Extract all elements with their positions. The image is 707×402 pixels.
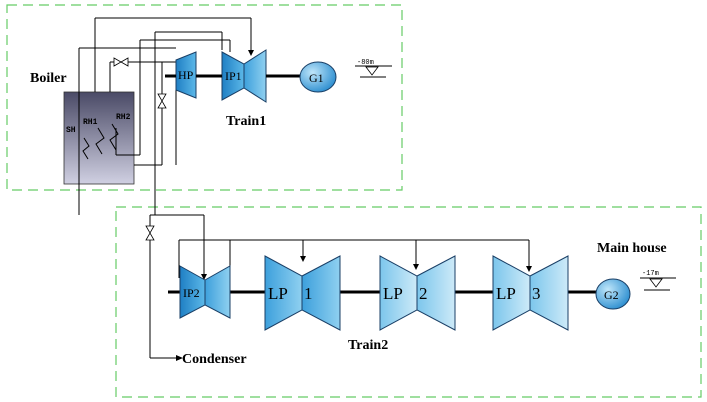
ground-level-icon — [640, 277, 676, 291]
hp-label: HP — [178, 68, 194, 82]
reheater1-coil — [95, 127, 105, 155]
arrow-icon — [176, 355, 183, 361]
g1-label: G1 — [309, 71, 324, 85]
lp3-number: 3 — [532, 284, 541, 303]
lp2-label: LP — [383, 284, 403, 303]
ip2-label: IP2 — [183, 286, 200, 300]
rh2-label: RH2 — [116, 113, 131, 122]
boiler-label: Boiler — [30, 71, 67, 86]
condenser-label: Condenser — [182, 352, 247, 367]
lp1-number: 1 — [304, 284, 313, 303]
main-house-label: Main house — [597, 241, 667, 256]
generator-g1 — [299, 61, 337, 93]
lp3-turbine-rear — [529, 255, 569, 331]
reheater2-coil — [109, 123, 119, 151]
boiler — [63, 91, 135, 185]
generator-g2 — [595, 278, 631, 310]
arrow-icon — [201, 274, 207, 280]
elevation-80-label: -80m — [357, 59, 374, 67]
valve-icon — [157, 93, 167, 109]
lp1-turbine-rear — [301, 255, 341, 331]
ip1-turbine-rear — [243, 49, 267, 103]
arrow-icon — [413, 264, 419, 270]
ip1-label: IP1 — [225, 69, 242, 83]
lp2-turbine-rear — [416, 255, 456, 331]
train1-label: Train1 — [226, 114, 266, 129]
main-house-frame — [115, 206, 702, 398]
hp-turbine — [175, 51, 197, 99]
arrow-icon — [526, 266, 532, 272]
ip2-turbine-rear — [204, 265, 231, 319]
ground-level-icon — [355, 65, 392, 78]
g2-label: G2 — [604, 288, 619, 302]
valve-icon — [145, 225, 155, 241]
arrow-icon — [300, 256, 306, 262]
train2-label: Train2 — [348, 338, 388, 353]
boiler-house-frame — [6, 4, 403, 191]
arrow-icon — [248, 50, 254, 56]
valve-icon — [113, 57, 129, 67]
sh-label: SH — [66, 126, 76, 135]
rh1-label: RH1 — [83, 118, 98, 127]
superheater-coil — [82, 137, 90, 160]
elevation-17-label: -17m — [642, 270, 659, 278]
lp1-label: LP — [268, 284, 288, 303]
train1-piping — [78, 17, 252, 215]
lp3-label: LP — [496, 284, 516, 303]
lp2-number: 2 — [419, 284, 428, 303]
